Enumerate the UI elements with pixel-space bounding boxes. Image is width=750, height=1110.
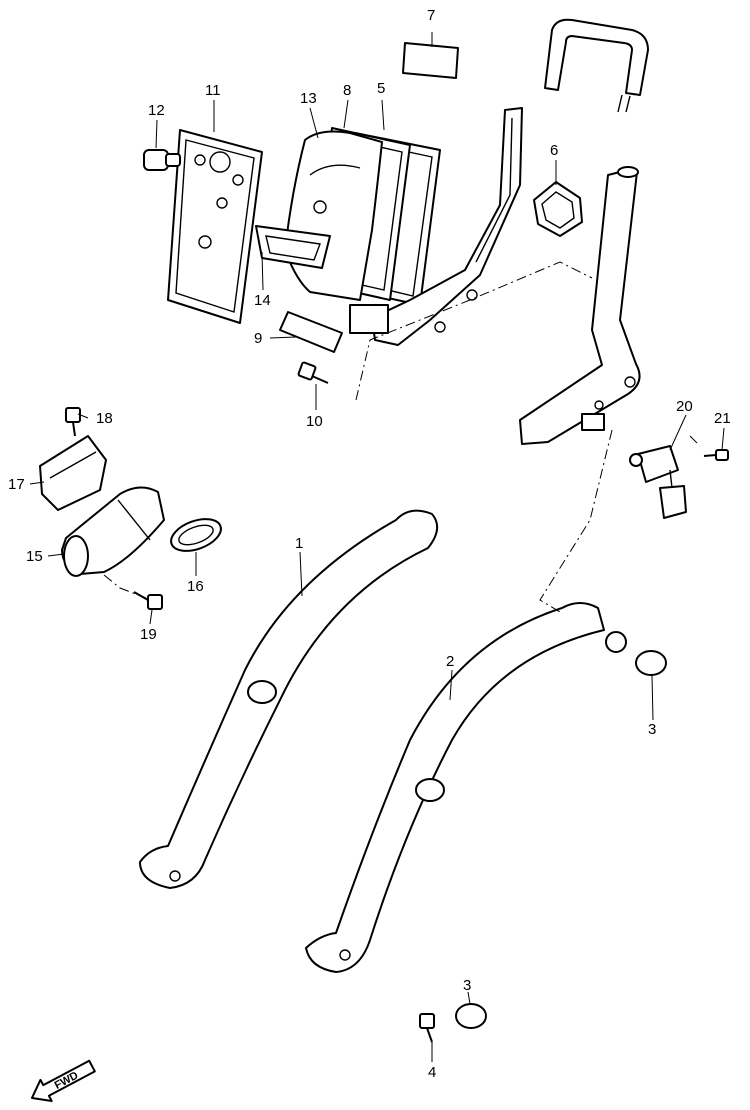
callout-19: 19 (140, 626, 157, 643)
leader-lines (29, 32, 725, 1062)
upright-post (519, 166, 641, 445)
callout-17: 17 (8, 476, 25, 493)
part-20-switch-bracket (629, 445, 687, 519)
callout-4: 4 (428, 1064, 436, 1081)
part-21-screw (703, 449, 729, 461)
part-3-cap-upper (635, 650, 667, 676)
callout-6: 6 (550, 142, 558, 159)
support-bracket (349, 107, 523, 346)
callout-2: 2 (446, 653, 454, 670)
part-14-strap (255, 225, 331, 269)
callout-12: 12 (148, 102, 165, 119)
forward-label: FWD (53, 1070, 81, 1092)
callout-11: 11 (205, 82, 221, 99)
callout-8: 8 (343, 82, 351, 99)
part-18-bolt (65, 407, 81, 437)
part-6-clip (533, 181, 583, 237)
part-1-rail (139, 509, 439, 889)
alignment-lines (103, 261, 701, 613)
part-4-bolt (419, 1013, 435, 1043)
part-16-gasket (170, 518, 222, 552)
part-19-bolt (133, 591, 163, 610)
forward-arrow-icon: FWD (30, 1059, 96, 1103)
callout-15: 15 (26, 548, 43, 565)
callout-13: 13 (300, 90, 317, 107)
part-15-lamp (61, 486, 165, 577)
callout-18: 18 (96, 410, 113, 427)
grab-handle (544, 18, 649, 113)
callout-21: 21 (714, 410, 731, 427)
callout-3-upper: 3 (648, 721, 656, 738)
part-12-knob (143, 149, 181, 171)
callout-1: 1 (295, 535, 303, 552)
callout-10: 10 (306, 413, 323, 430)
part-9-pad (279, 311, 343, 353)
callout-14: 14 (254, 292, 271, 309)
part-7-label-plate (402, 42, 459, 79)
part-2-rail (305, 602, 627, 973)
callout-5: 5 (377, 80, 385, 97)
part-3-cap-lower (455, 1003, 487, 1029)
callout-3-lower: 3 (463, 977, 471, 994)
callout-20: 20 (676, 398, 693, 415)
callout-16: 16 (187, 578, 204, 595)
part-11-back-panel (167, 129, 263, 324)
callout-7: 7 (427, 7, 435, 24)
part-17-cap (39, 435, 107, 511)
callout-9: 9 (254, 330, 262, 347)
part-10-bolt (297, 361, 329, 384)
